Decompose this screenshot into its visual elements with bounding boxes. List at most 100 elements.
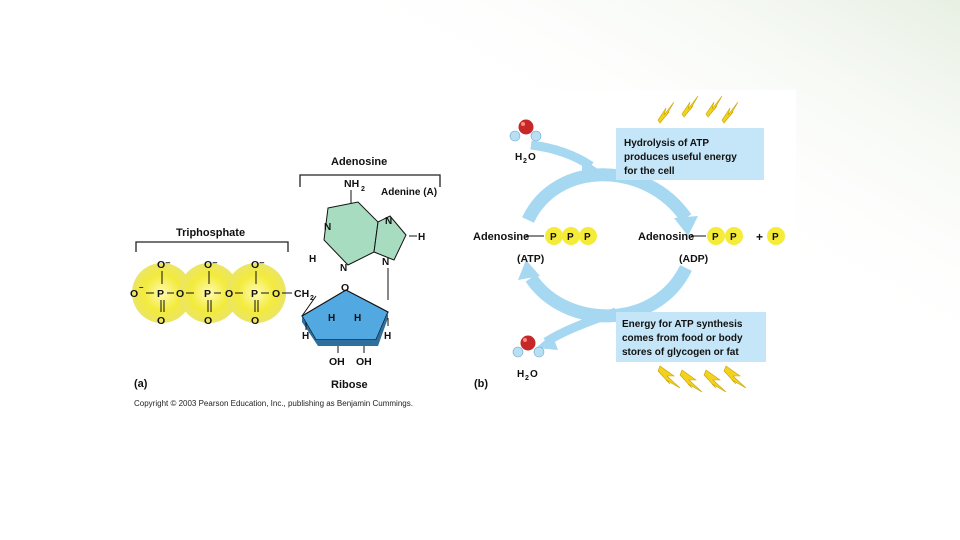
h-ribose-inner-1: H <box>328 313 335 324</box>
adenine-ring-5 <box>373 215 407 261</box>
oh-group-1: OH <box>329 356 345 368</box>
adp-adenosine-label: Adenosine <box>638 231 694 243</box>
water-label-top: H <box>515 152 522 163</box>
ch2-subscript: 2 <box>310 295 314 302</box>
energy-bolt-icon-3 <box>705 95 723 118</box>
atp-adenosine-label: Adenosine <box>473 231 529 243</box>
adenosine-label: Adenosine <box>331 156 387 168</box>
copyright-text: Copyright © 2003 Pearson Education, Inc.… <box>134 399 413 408</box>
p-atom-1: P <box>157 288 164 300</box>
atp-phosphate-2 <box>562 227 580 245</box>
nh2-label: NH <box>344 178 359 190</box>
svg-text:P: P <box>730 232 737 243</box>
ch2-label: CH <box>294 288 309 300</box>
n-atom-2: N <box>340 263 347 274</box>
phosphate-chain: O – P O P O P O CH 2 O⁻ O⁻ O⁻ <box>130 259 314 327</box>
n-atom-3: N <box>385 216 392 227</box>
h-ribose-left: H <box>302 331 309 342</box>
cycle-arrowhead-bottom <box>518 260 540 280</box>
ribose-label: Ribose <box>331 379 368 391</box>
adp-molecule: Adenosine P P (ADP) + P <box>638 227 785 265</box>
energy-bolt-icon-8 <box>723 365 747 389</box>
atp-molecule: Adenosine P P P (ATP) <box>473 227 597 265</box>
energy-bolt-icon-1 <box>657 101 675 124</box>
o-bridge-2: O <box>225 288 233 300</box>
o-minus-top-2: O⁻ <box>204 259 218 271</box>
atp-phosphate-1 <box>545 227 563 245</box>
adenine-base: NH 2 Adenine (A) N N N N H H <box>309 178 437 300</box>
plus-sign: + <box>756 230 763 244</box>
phosphate-circle-1 <box>132 263 192 323</box>
phosphate-circle-3 <box>226 263 286 323</box>
water-molecule-bottom: H 2 O <box>512 335 545 382</box>
svg-text:P: P <box>550 232 557 243</box>
energy-bolt-icon-2 <box>681 95 699 118</box>
adenine-ring-6 <box>323 201 379 266</box>
oxygen-atom-icon-2 <box>520 335 536 351</box>
synthesis-line-1: Energy for ATP synthesis <box>622 319 743 330</box>
o-bridge-3: O <box>272 288 280 300</box>
energy-bolts-bottom <box>657 365 747 393</box>
o-bridge-1: O <box>176 288 184 300</box>
o-double-2: O <box>204 315 212 327</box>
phosphate-groups <box>132 263 286 323</box>
ribose-sugar: O H H H H OH OH Ribose <box>301 282 391 391</box>
energy-bolt-icon-4 <box>721 101 739 124</box>
hydrolysis-callout <box>616 128 764 180</box>
synthesis-callout <box>616 312 766 362</box>
h-ribose-right: H <box>384 331 391 342</box>
h-atom-adenine-2: H <box>418 232 425 243</box>
adenosine-bracket <box>299 174 441 187</box>
p-atom-3: P <box>251 288 258 300</box>
energy-bolts-top <box>657 95 739 124</box>
energy-bolt-icon-6 <box>679 369 703 393</box>
triphosphate-bracket <box>135 241 289 252</box>
part-a-molecule: Adenosine Triphosphate O – P O P O P O <box>130 156 441 408</box>
svg-text:P: P <box>567 232 574 243</box>
triphosphate-label: Triphosphate <box>176 227 245 239</box>
water-molecule-top: H 2 O <box>509 119 542 165</box>
part-b-label: (b) <box>474 378 488 390</box>
nh2-subscript: 2 <box>361 186 365 193</box>
hydrolysis-line-3: for the cell <box>624 166 675 177</box>
free-phosphate <box>767 227 785 245</box>
p-atom-2: P <box>204 288 211 300</box>
atp-diagram: Adenosine Triphosphate O – P O P O P O <box>130 95 785 408</box>
phosphate-circle-2 <box>179 263 239 323</box>
svg-text:2: 2 <box>525 375 529 382</box>
adp-label: (ADP) <box>679 253 708 265</box>
energy-bolt-icon-7 <box>703 369 727 393</box>
n-atom-1: N <box>324 222 331 233</box>
o-minus-top-1: O⁻ <box>157 259 171 271</box>
atp-phosphate-3 <box>579 227 597 245</box>
h-atom-adenine-1: H <box>309 254 316 265</box>
cycle-arrow-bottom <box>525 264 692 323</box>
o-minus-left-charge: – <box>139 283 144 292</box>
adp-phosphate-2 <box>725 227 743 245</box>
hydrolysis-line-1: Hydrolysis of ATP <box>624 138 709 149</box>
svg-text:O: O <box>528 152 536 163</box>
synthesis-line-2: comes from food or body <box>622 333 743 344</box>
atp-figure: Adenosine Triphosphate O – P O P O P O <box>126 90 796 410</box>
o-minus-left: O <box>130 288 138 300</box>
svg-text:P: P <box>584 232 591 243</box>
hydrolysis-line-2: produces useful energy <box>624 152 737 163</box>
water-label-bottom: H <box>517 369 524 380</box>
svg-text:P: P <box>772 232 779 243</box>
h-ribose-inner-2: H <box>354 313 361 324</box>
o-double-1: O <box>157 315 165 327</box>
cycle-arrow-top <box>522 168 692 224</box>
o-minus-top-3: O⁻ <box>251 259 265 271</box>
synthesis-line-3: stores of glycogen or fat <box>622 347 739 358</box>
n-atom-4: N <box>382 257 389 268</box>
adenine-label: Adenine (A) <box>381 187 437 198</box>
part-a-label: (a) <box>134 378 148 390</box>
part-b-cycle: Hydrolysis of ATP produces useful energy… <box>473 95 785 393</box>
cycle-arrowhead-top <box>674 216 698 236</box>
oh-group-2: OH <box>356 356 372 368</box>
ring-oxygen: O <box>341 282 349 294</box>
svg-text:2: 2 <box>523 158 527 165</box>
adp-phosphate-1 <box>707 227 725 245</box>
oxygen-atom-icon <box>518 119 534 135</box>
svg-text:O: O <box>530 369 538 380</box>
